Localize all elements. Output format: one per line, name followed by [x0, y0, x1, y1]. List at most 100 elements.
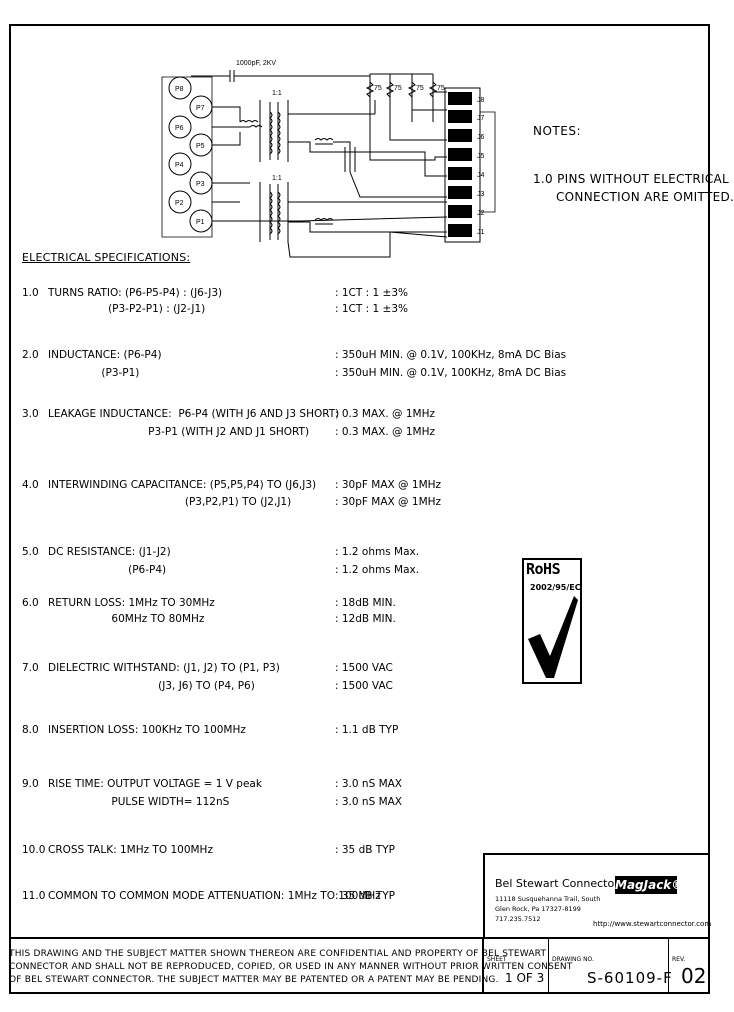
spec-label: CROSS TALK: 1MHz TO 100MHz — [48, 844, 213, 856]
magjack-logo: MagJack® — [615, 876, 684, 894]
spec-number: 7.0 — [22, 662, 39, 674]
spec-label: (J3, J6) TO (P4, P6) — [48, 680, 255, 692]
pin-label-p7: P7 — [196, 105, 205, 112]
drawing-number-cell: DRAWING NO. S-60109-F — [549, 937, 672, 994]
resistor-label-2: 75 — [394, 85, 402, 92]
website-url: http://www.stewartconnector.com — [593, 920, 712, 928]
confidential-line-3: OF BEL STEWART CONNECTOR. THE SUBJECT MA… — [9, 975, 499, 985]
spec-value: : 0.3 MAX. @ 1MHz — [335, 426, 436, 438]
revision-cell: REV. 02 — [669, 937, 710, 994]
spec-label: (P6-P4) — [48, 564, 167, 576]
confidential-line-2: CONNECTOR AND SHALL NOT BE REPRODUCED, C… — [9, 962, 573, 972]
schematic-diagram: 1000pF, 2KV 1:1 1:1 P8 P7 P6 P5 P4 P3 P2… — [161, 60, 496, 258]
pin-label-j4: J4 — [477, 172, 485, 179]
spec-value: : 350uH MIN. @ 0.1V, 100KHz, 8mA DC Bias — [335, 367, 567, 379]
sheet-value: 1 OF 3 — [505, 971, 545, 985]
spec-value: : 3.0 nS MAX — [335, 796, 403, 808]
drawing-number-value: S-60109-F — [587, 969, 673, 987]
pin-label-j3: J3 — [477, 191, 485, 198]
resistor-label-3: 75 — [416, 85, 424, 92]
company-name: Bel Stewart Connector — [495, 877, 619, 890]
spec-value: : 35 dB TYP — [335, 890, 395, 902]
spec-value: : 1CT : 1 ±3% — [335, 303, 408, 315]
pin-label-j2: J2 — [477, 210, 485, 217]
spec-label: INDUCTANCE: (P6-P4) — [48, 349, 162, 361]
spec-value: : 12dB MIN. — [335, 613, 396, 625]
pin-label-p8: P8 — [175, 86, 184, 93]
rohs-title: RoHS — [526, 560, 561, 578]
confidential-line-1: THIS DRAWING AND THE SUBJECT MATTER SHOW… — [9, 949, 547, 959]
pin-label-j7: J7 — [477, 115, 485, 122]
spec-number: 5.0 — [22, 546, 39, 558]
spec-label: 60MHz TO 80MHz — [48, 613, 205, 625]
spec-number: 11.0 — [22, 890, 46, 902]
pin-label-p1: P1 — [196, 219, 205, 226]
note-line-2: CONNECTION ARE OMITTED. — [556, 190, 734, 204]
spec-value: : 35 dB TYP — [335, 844, 395, 856]
pin-label-p3: P3 — [196, 181, 205, 188]
spec-number: 9.0 — [22, 778, 39, 790]
spec-value: : 1500 VAC — [335, 662, 393, 674]
spec-label: (P3,P2,P1) TO (J2,J1) — [48, 496, 292, 508]
transformer-ratio-bottom: 1:1 — [272, 175, 282, 182]
resistor-label-1: 75 — [374, 85, 382, 92]
spec-label: DIELECTRIC WITHSTAND: (J1, J2) TO (P1, P… — [48, 662, 280, 674]
spec-number: 2.0 — [22, 349, 39, 361]
spec-number: 10.0 — [22, 844, 46, 856]
spec-value: : 18dB MIN. — [335, 597, 396, 609]
pin-label-j1: J1 — [477, 229, 485, 236]
sheet-label: SHEET — [487, 956, 507, 963]
resistor-label-4: 75 — [437, 85, 445, 92]
spec-label: (P3-P2-P1) : (J2-J1) — [48, 303, 206, 315]
spec-number: 4.0 — [22, 479, 39, 491]
notes-title: NOTES: — [533, 124, 581, 138]
spec-value: : 1.2 ohms Max. — [335, 564, 420, 576]
spec-label: LEAKAGE INDUCTANCE: P6-P4 (WITH J6 AND J… — [48, 408, 340, 420]
checkmark-icon — [528, 596, 578, 678]
note-line-1: 1.0 PINS WITHOUT ELECTRICAL — [533, 172, 730, 186]
spec-label: PULSE WIDTH= 112nS — [48, 796, 230, 808]
spec-number: 6.0 — [22, 597, 39, 609]
pin-label-p2: P2 — [175, 200, 184, 207]
pin-label-p5: P5 — [196, 143, 205, 150]
spec-label: P3-P1 (WITH J2 AND J1 SHORT) — [48, 426, 310, 438]
spec-value: : 1.1 dB TYP — [335, 724, 399, 736]
spec-value: : 3.0 nS MAX — [335, 778, 403, 790]
pin-label-p6: P6 — [175, 125, 184, 132]
rohs-directive: 2002/95/EC — [530, 583, 581, 592]
sheet-cell: SHEET 1 OF 3 — [484, 937, 549, 994]
drawing-border — [9, 24, 710, 994]
pin-label-p4: P4 — [175, 162, 184, 169]
spec-label: INTERWINDING CAPACITANCE: (P5,P5,P4) TO … — [48, 479, 317, 491]
confidential-notice: THIS DRAWING AND THE SUBJECT MATTER SHOW… — [9, 937, 573, 994]
spec-label: (P3-P1) — [48, 367, 140, 379]
transformer-ratio-top: 1:1 — [272, 90, 282, 97]
spec-value: : 0.3 MAX. @ 1MHz — [335, 408, 436, 420]
revision-label: REV. — [672, 956, 686, 963]
spec-value: : 350uH MIN. @ 0.1V, 100KHz, 8mA DC Bias — [335, 349, 567, 361]
spec-number: 1.0 — [22, 287, 39, 299]
spec-label: COMMON TO COMMON MODE ATTENUATION: 1MHz … — [48, 890, 381, 902]
capacitor-label: 1000pF, 2KV — [236, 60, 276, 67]
address-line-2: Glen Rock, Pa 17327-8199 — [495, 905, 581, 913]
revision-value: 02 — [681, 964, 707, 988]
spec-label: DC RESISTANCE: (J1-J2) — [48, 546, 171, 558]
pin-label-j8: J8 — [477, 97, 485, 104]
spec-label: INSERTION LOSS: 100KHz TO 100MHz — [48, 724, 246, 736]
title-block: Bel Stewart Connector 11118 Susquehanna … — [483, 853, 712, 937]
spec-label: TURNS RATIO: (P6-P5-P4) : (J6-J3) — [48, 287, 223, 299]
spec-value: : 1500 VAC — [335, 680, 393, 692]
spec-value: : 30pF MAX @ 1MHz — [335, 496, 442, 508]
pin-label-j6: J6 — [477, 134, 485, 141]
spec-label: RETURN LOSS: 1MHz TO 30MHz — [48, 597, 215, 609]
rohs-badge: RoHS 2002/95/EC — [522, 558, 582, 684]
address-line-1: 11118 Susquehanna Trail, South — [495, 895, 601, 903]
spec-number: 8.0 — [22, 724, 39, 736]
drawing-number-label: DRAWING NO. — [552, 956, 594, 963]
spec-value: : 1.2 ohms Max. — [335, 546, 420, 558]
spec-number: 3.0 — [22, 408, 39, 420]
spec-heading: ELECTRICAL SPECIFICATIONS: — [22, 251, 191, 264]
spec-label: RISE TIME: OUTPUT VOLTAGE = 1 V peak — [48, 778, 262, 790]
spec-value: : 30pF MAX @ 1MHz — [335, 479, 442, 491]
spec-value: : 1CT : 1 ±3% — [335, 287, 408, 299]
